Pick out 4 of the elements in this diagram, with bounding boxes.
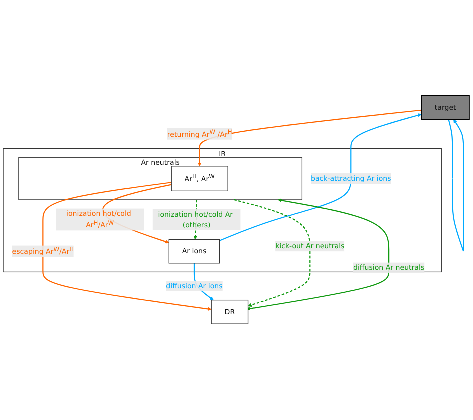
arrow — [234, 199, 311, 308]
arrow — [220, 114, 422, 242]
arrow — [448, 120, 464, 252]
arrow — [198, 110, 422, 167]
